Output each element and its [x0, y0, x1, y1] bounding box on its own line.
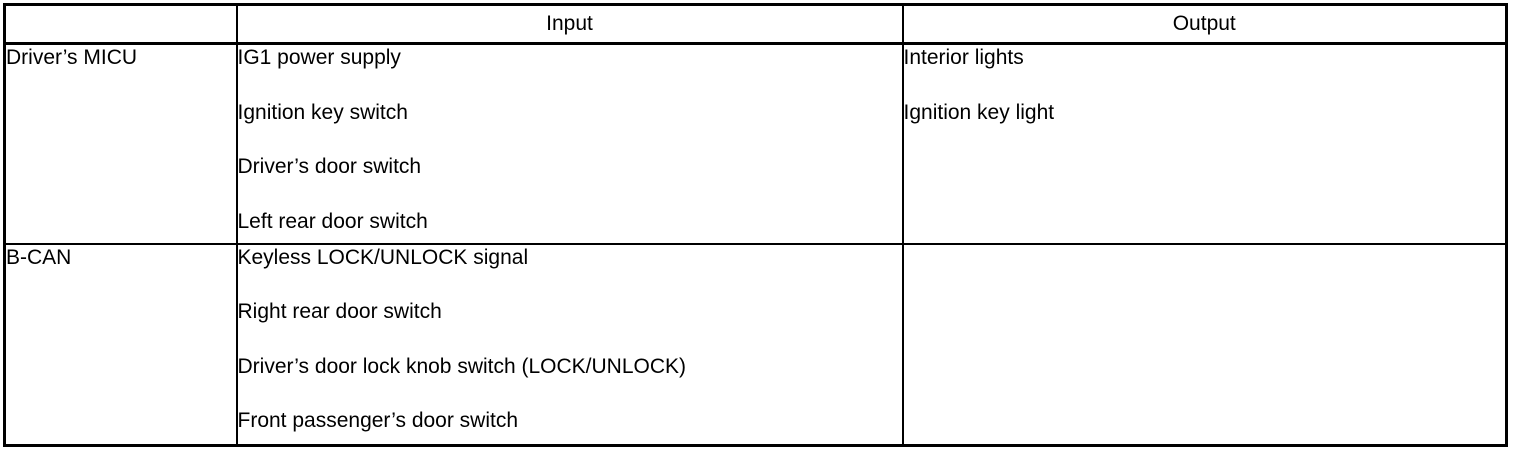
- table-header: Input Output: [4, 4, 1507, 45]
- header-cell-output: Output: [902, 4, 1507, 45]
- output-list-driver-micu: Interior lights Ignition key light: [902, 43, 1507, 245]
- list-item: Ignition key switch: [237, 100, 408, 124]
- source-label-b-can: B-CAN: [4, 243, 238, 446]
- list-item: Keyless LOCK/UNLOCK signal: [237, 245, 529, 269]
- input-output-table: Input Output Driver’s MICU IG1 power sup…: [3, 3, 1508, 447]
- output-list-b-can: [903, 244, 1507, 446]
- list-item: Interior lights: [903, 46, 1024, 69]
- header-row: Input Output: [4, 4, 1507, 45]
- source-label-driver-micu: Driver’s MICU: [4, 43, 238, 245]
- list-item: Driver’s door lock knob switch (LOCK/UNL…: [237, 354, 687, 378]
- input-list-b-can: Keyless LOCK/UNLOCK signal Right rear do…: [236, 243, 904, 446]
- list-item: Driver’s door switch: [237, 155, 422, 178]
- table-body: Driver’s MICU IG1 power supply Ignition …: [4, 43, 1507, 446]
- list-item: Front passenger’s door switch: [237, 409, 519, 432]
- list-item: Right rear door switch: [237, 300, 442, 323]
- table-row-driver-micu: Driver’s MICU IG1 power supply Ignition …: [4, 43, 1507, 245]
- list-item: IG1 power supply: [237, 46, 401, 69]
- table-row-b-can: B-CAN Keyless LOCK/UNLOCK signal Right r…: [4, 243, 1507, 446]
- header-cell-input: Input: [236, 4, 904, 45]
- list-item: Left rear door switch: [237, 209, 428, 233]
- header-cell-blank: [4, 4, 238, 45]
- list-item: Ignition key light: [903, 100, 1055, 124]
- input-list-driver-micu: IG1 power supply Ignition key switch Dri…: [236, 43, 904, 245]
